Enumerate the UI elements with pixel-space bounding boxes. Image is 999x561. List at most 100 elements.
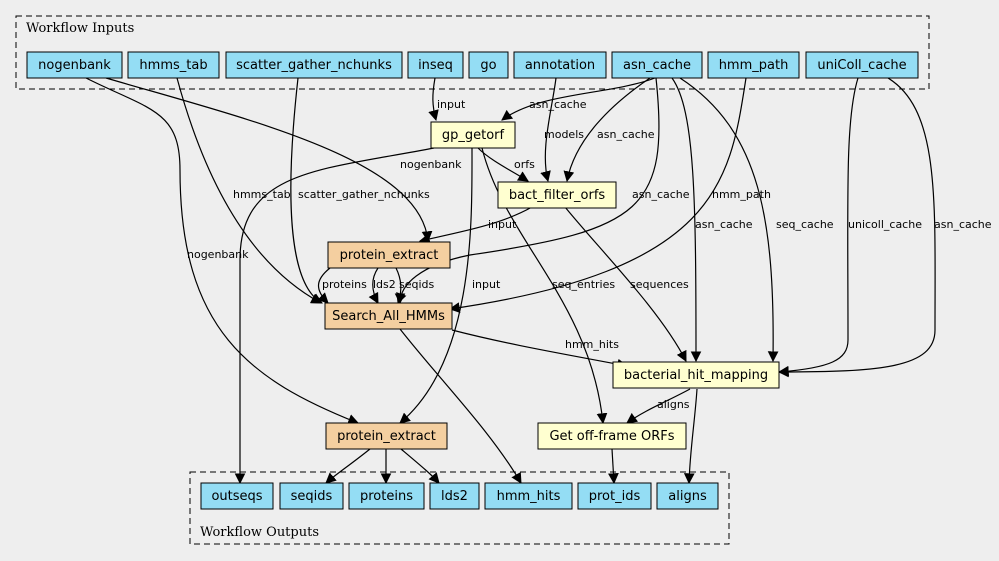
output-node-aligns[interactable]: aligns bbox=[656, 482, 719, 510]
edge-getorf-protein-extract-2: input bbox=[399, 147, 501, 424]
edge-label-proteins: proteins bbox=[322, 278, 367, 291]
edge-asn-cache-gp-getorf: asn_cache bbox=[501, 77, 656, 121]
input-node-hmms-tab[interactable]: hmms_tab bbox=[127, 51, 220, 79]
node-label: bact_filter_orfs bbox=[509, 188, 606, 203]
edge-asn-cache-search: asn_cache bbox=[394, 77, 690, 305]
edge-pe2-seqids bbox=[325, 448, 371, 484]
workflow-outputs-cluster: Workflow Outputs bbox=[189, 471, 730, 545]
node-label: inseq bbox=[418, 58, 453, 73]
edge-hmms-tab-search: hmms_tab bbox=[176, 77, 322, 304]
edge-label-asn-cache: asn_cache bbox=[632, 188, 690, 201]
edge-label-hmms-tab: hmms_tab bbox=[233, 188, 291, 201]
edge-unicoll-hit-mapping: unicoll_cache bbox=[777, 77, 922, 377]
edge-seq-cache-hit-mapping: seq_cache bbox=[679, 77, 834, 363]
edge-label-input: input bbox=[437, 98, 466, 111]
edge-inseq-gp-getorf: input bbox=[428, 77, 466, 122]
node-label: aligns bbox=[668, 489, 707, 504]
edge-lds2-search: lds2 bbox=[368, 267, 396, 304]
node-label: gp_getorf bbox=[442, 128, 505, 143]
edge-bact-filter-protein-extract: input bbox=[418, 206, 533, 245]
node-label: seqids bbox=[291, 489, 333, 504]
edge-label-asn-cache: asn_cache bbox=[597, 128, 655, 141]
edge-getorf-offframe: seq_entries bbox=[481, 147, 615, 425]
edge-label-nogenbank: nogenbank bbox=[187, 248, 249, 261]
output-node-outseqs[interactable]: outseqs bbox=[200, 482, 274, 510]
node-label: prot_ids bbox=[589, 489, 641, 504]
edge-label-seq-entries: seq_entries bbox=[552, 278, 615, 291]
edge-offframe-prot-ids bbox=[608, 448, 619, 485]
edge-proteins-search: proteins bbox=[317, 267, 367, 304]
edge-label-hmm-hits: hmm_hits bbox=[565, 338, 619, 351]
edge-search-hmm-hits bbox=[399, 328, 522, 484]
edge-hmm-path-search: hmm_path bbox=[448, 77, 771, 313]
edge-nogenbank-protein-extract-2: nogenbank bbox=[85, 77, 360, 425]
edge-label-asn-cache: asn_cache bbox=[529, 98, 587, 111]
output-node-proteins[interactable]: proteins bbox=[348, 482, 425, 510]
output-node-hmm-hits[interactable]: hmm_hits bbox=[484, 482, 573, 510]
edge-label-sequences: sequences bbox=[630, 278, 689, 291]
workflow-outputs-label: Workflow Outputs bbox=[200, 525, 319, 540]
input-node-nogenbank[interactable]: nogenbank bbox=[26, 51, 123, 79]
node-label: Get off-frame ORFs bbox=[549, 429, 674, 444]
edge-getorf-outseqs bbox=[234, 147, 435, 485]
node-label: asn_cache bbox=[623, 58, 691, 73]
edge-nogenbank-protein-extract: nogenbank bbox=[105, 77, 462, 243]
edge-label-lds2: lds2 bbox=[373, 278, 396, 291]
output-node-lds2[interactable]: lds2 bbox=[429, 482, 480, 510]
node-label: Search_All_HMMs bbox=[332, 309, 445, 324]
tool-node-bacterial-hit-mapping[interactable]: bacterial_hit_mapping bbox=[612, 361, 780, 389]
edge-annotation-bact-filter: models bbox=[540, 77, 584, 183]
node-label: protein_extract bbox=[337, 429, 436, 444]
node-label: protein_extract bbox=[340, 248, 439, 263]
edge-label-nogenbank: nogenbank bbox=[400, 158, 462, 171]
node-label: annotation bbox=[525, 58, 595, 73]
edge-label-seq-cache: seq_cache bbox=[776, 218, 834, 231]
input-node-hmm-path[interactable]: hmm_path bbox=[707, 51, 800, 79]
edge-label-scatter: scatter_gather_nchunks bbox=[298, 188, 430, 201]
tool-node-bact-filter-orfs[interactable]: bact_filter_orfs bbox=[497, 181, 617, 209]
edge-hit-mapping-offframe: aligns bbox=[626, 388, 691, 424]
edge-label-unicoll-cache: unicoll_cache bbox=[848, 218, 922, 231]
input-node-annotation[interactable]: annotation bbox=[513, 51, 607, 79]
output-node-seqids[interactable]: seqids bbox=[279, 482, 344, 510]
tool-node-get-off-frame-orfs[interactable]: Get off-frame ORFs bbox=[537, 422, 687, 450]
edge-label-input: input bbox=[488, 218, 517, 231]
node-label: proteins bbox=[360, 489, 413, 504]
edge-label-input: input bbox=[472, 278, 501, 291]
edge-label-hmm-path: hmm_path bbox=[712, 188, 771, 201]
input-node-inseq[interactable]: inseq bbox=[407, 51, 464, 79]
input-node-asn-cache[interactable]: asn_cache bbox=[611, 51, 703, 79]
workflow-inputs-cluster: Workflow Inputs bbox=[15, 15, 930, 90]
edge-label-orfs: orfs bbox=[514, 158, 535, 171]
tool-node-gp-getorf[interactable]: gp_getorf bbox=[430, 121, 516, 149]
output-node-prot-ids[interactable]: prot_ids bbox=[577, 482, 652, 510]
node-label: bacterial_hit_mapping bbox=[624, 368, 768, 383]
output-nodes: outseqs seqids proteins lds2 hmm_hits pr… bbox=[200, 482, 719, 510]
edge-asn-cache-bact-filter: asn_cache bbox=[563, 77, 655, 183]
input-nodes: nogenbank hmms_tab scatter_gather_nchunk… bbox=[26, 51, 919, 79]
node-label: scatter_gather_nchunks bbox=[236, 58, 392, 73]
edge-filter-hit-mapping: sequences bbox=[564, 206, 689, 362]
input-node-go[interactable]: go bbox=[468, 51, 509, 79]
node-label: uniColl_cache bbox=[817, 58, 906, 73]
node-label: nogenbank bbox=[38, 58, 111, 73]
edge-search-hit-mapping: hmm_hits bbox=[451, 329, 629, 370]
node-label: hmms_tab bbox=[139, 58, 207, 73]
node-label: go bbox=[480, 58, 496, 73]
edge-pe2-lds2 bbox=[400, 448, 440, 484]
edge-scatter-search: scatter_gather_nchunks bbox=[290, 77, 430, 304]
edge-label-asn-cache: asn_cache bbox=[695, 218, 753, 231]
workflow-inputs-label: Workflow Inputs bbox=[26, 21, 134, 36]
input-node-unicoll-cache[interactable]: uniColl_cache bbox=[805, 51, 919, 79]
edge-seqids-search: seqids bbox=[395, 267, 435, 305]
edge-hit-mapping-aligns bbox=[683, 388, 698, 485]
edge-label-seqids: seqids bbox=[399, 278, 435, 291]
node-label: hmm_path bbox=[719, 58, 789, 73]
node-label: hmm_hits bbox=[497, 489, 561, 504]
subworkflow-node-protein-extract-2[interactable]: protein_extract bbox=[325, 422, 448, 450]
subworkflow-node-protein-extract[interactable]: protein_extract bbox=[327, 241, 451, 269]
input-node-scatter-gather-nchunks[interactable]: scatter_gather_nchunks bbox=[225, 51, 403, 79]
subworkflow-node-search-all-hmms[interactable]: Search_All_HMMs bbox=[324, 302, 453, 330]
edges: input asn_cache models asn_cache orfs no… bbox=[85, 77, 992, 485]
